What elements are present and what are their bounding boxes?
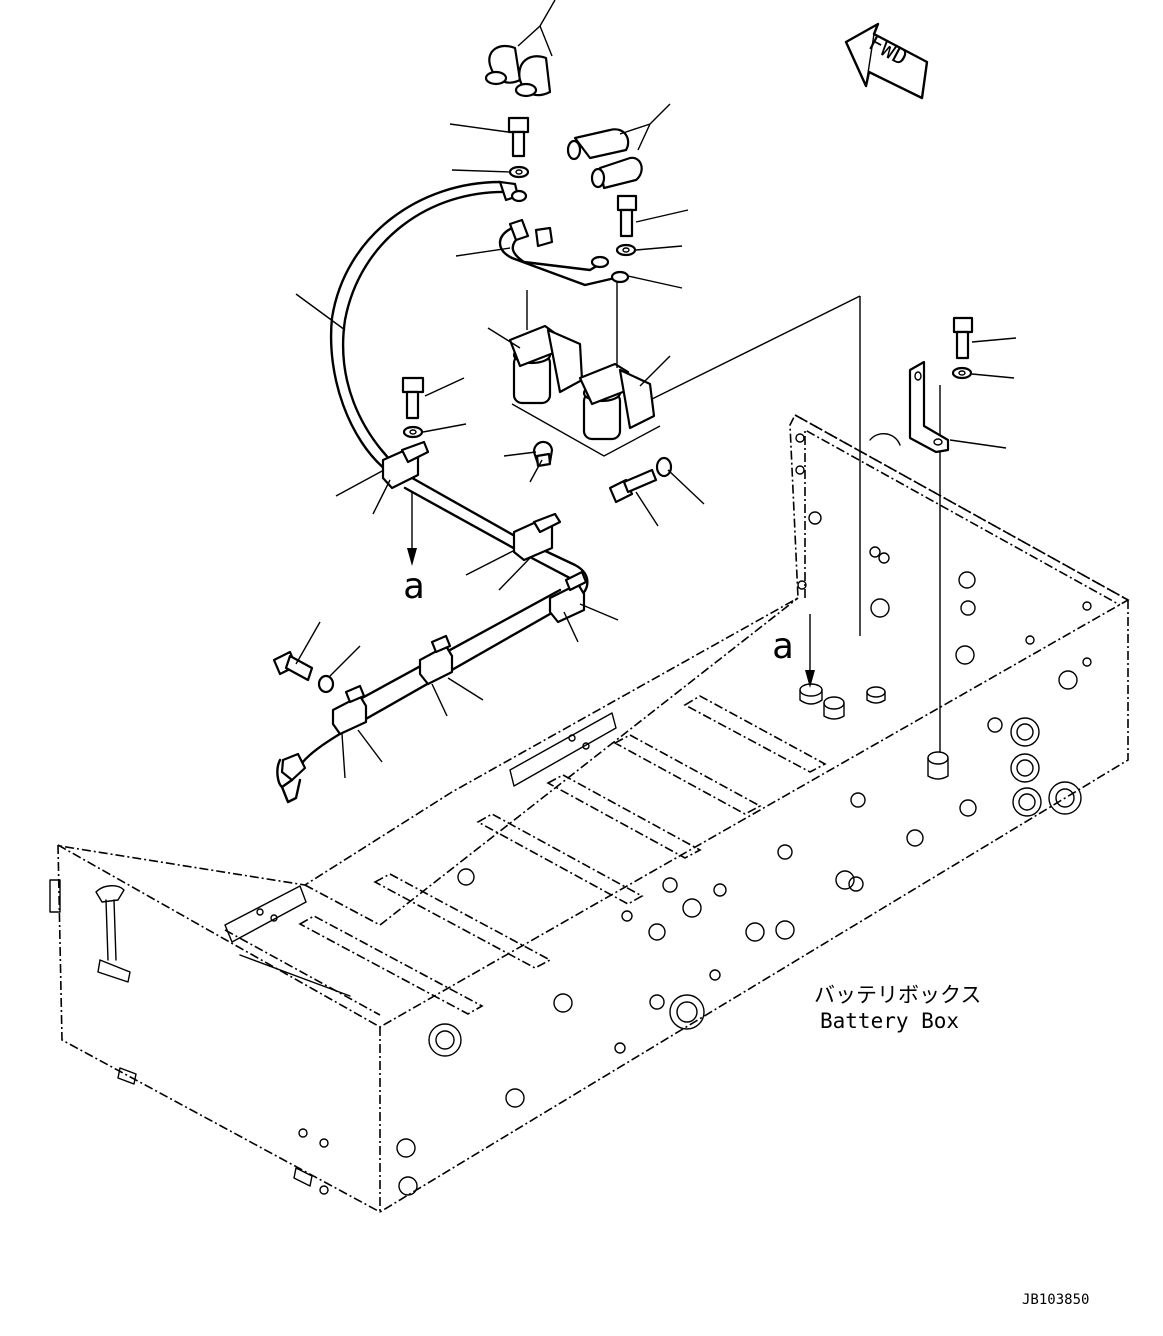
battery-box xyxy=(50,296,1128,1212)
terminal-caps xyxy=(486,46,642,188)
relay-switch xyxy=(510,280,660,456)
mount-bracket xyxy=(910,362,948,452)
drawing-number: JB103850 xyxy=(1022,1292,1089,1308)
view-marker-a-left: a xyxy=(403,566,425,607)
fasteners xyxy=(274,118,972,692)
harness-clamps xyxy=(282,442,586,780)
leader-lines xyxy=(296,0,1016,778)
battery-box-label-en: Battery Box xyxy=(820,1009,959,1033)
battery-box-label-jp: バッテリボックス xyxy=(814,983,981,1007)
battery-cable xyxy=(331,182,526,470)
fwd-label: FWD xyxy=(864,31,911,72)
view-a-arrows: a a xyxy=(403,492,815,688)
fwd-arrow-icon: FWD xyxy=(846,24,927,98)
view-marker-a-right: a xyxy=(772,626,794,667)
box-holes xyxy=(257,434,1091,1195)
relay-cables xyxy=(500,220,628,285)
